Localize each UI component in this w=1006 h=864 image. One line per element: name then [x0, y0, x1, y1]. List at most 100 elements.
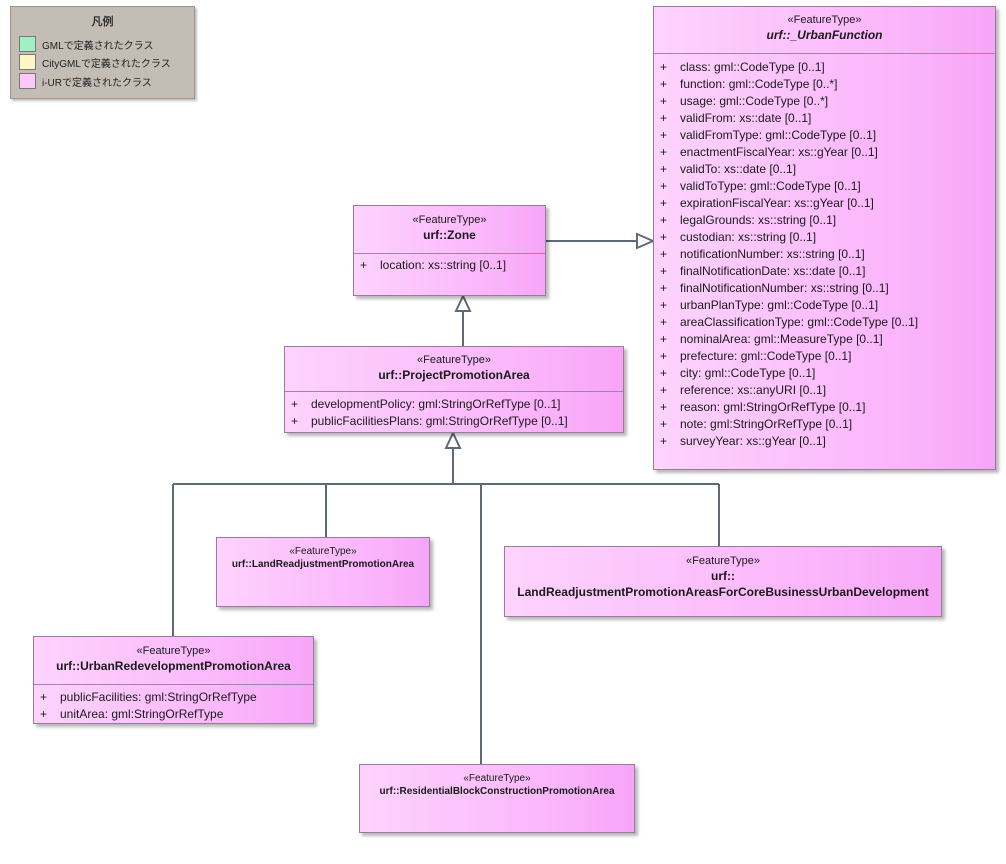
class-name-line1: urf:: [711, 569, 735, 583]
visibility-marker: + [40, 690, 48, 704]
attribute-compartment: + developmentPolicy: gml:StringOrRefType … [285, 391, 623, 430]
attribute-text: surveyYear: xs::gYear [0..1] [680, 434, 826, 448]
attribute-text: legalGrounds: xs::string [0..1] [680, 213, 837, 227]
attribute-text: validFrom: xs::date [0..1] [680, 111, 812, 125]
legend-label: i-URで定義されたクラス [42, 77, 152, 89]
attribute-row: + legalGrounds: xs::string [0..1] [654, 212, 995, 229]
attribute-text: usage: gml::CodeType [0..*] [680, 94, 829, 108]
attribute-row: + developmentPolicy: gml:StringOrRefType … [285, 396, 623, 413]
class-stereotype: «FeatureType» [463, 773, 531, 784]
attribute-row: + validFromType: gml::CodeType [0..1] [654, 127, 995, 144]
attribute-row: +nominalArea: gml::MeasureType [0..1] [654, 331, 995, 348]
attribute-row: +unitArea: gml:StringOrRefType [34, 706, 313, 723]
visibility-marker: + [660, 196, 668, 210]
attribute-text: areaClassificationType: gml::CodeType [0… [680, 315, 919, 329]
attribute-row: + publicFacilitiesPlans: gml:StringOrRefT… [285, 413, 623, 430]
legend-swatch [19, 54, 36, 70]
visibility-marker: + [660, 179, 668, 193]
generalization-arrowhead [444, 430, 462, 449]
attribute-row: + finalNotificationDate: xs::date [0..1] [654, 263, 995, 280]
attribute-row: +note: gml:StringOrRefType [0..1] [654, 416, 995, 433]
legend-panel: 凡例 GMLで定義されたクラス CityGMLで定義されたクラス i-URで定義… [10, 6, 195, 99]
visibility-marker: + [660, 145, 668, 159]
attribute-text: developmentPolicy: gml:StringOrRefType [… [311, 397, 561, 411]
visibility-marker: + [291, 397, 299, 411]
attribute-row: +validFrom: xs::date [0..1] [654, 110, 995, 127]
class-stereotype: «FeatureType» [686, 555, 760, 567]
attribute-text: enactmentFiscalYear: xs::gYear [0..1] [680, 145, 878, 159]
attribute-text: custodian: xs::string [0..1] [680, 230, 817, 244]
class-stereotype: «FeatureType» [412, 214, 487, 226]
class-name-line2: LandReadjustmentPromotionAreasForCoreBus… [517, 585, 929, 599]
attribute-text: validToType: gml::CodeType [0..1] [680, 179, 861, 193]
legend-label: GMLで定義されたクラス [42, 40, 154, 52]
attribute-text: finalNotificationDate: xs::date [0..1] [680, 264, 866, 278]
attribute-row: +function: gml::CodeType [0..*] [654, 76, 995, 93]
legend-item-citygml: CityGMLで定義されたクラス [19, 53, 171, 71]
attribute-row: +validTo: xs::date [0..1] [654, 161, 995, 178]
attribute-row: +city: gml::CodeType [0..1] [654, 365, 995, 382]
visibility-marker: + [360, 258, 368, 272]
attribute-text: expirationFiscalYear: xs::gYear [0..1] [680, 196, 874, 210]
class-zone[interactable]: «FeatureType» urf::Zone +location: xs::s… [353, 205, 546, 296]
class-name: urf::UrbanRedevelopmentPromotionArea [56, 659, 291, 673]
class-name: urf::ResidentialBlockConstructionPromoti… [379, 786, 615, 797]
visibility-marker: + [660, 60, 668, 74]
visibility-marker: + [660, 162, 668, 176]
class-residential-block-construction-promotion-area[interactable]: «FeatureType» urf::ResidentialBlockConst… [359, 764, 635, 833]
attribute-text: validFromType: gml::CodeType [0..1] [680, 128, 877, 142]
class-stereotype: «FeatureType» [289, 546, 357, 557]
visibility-marker: + [660, 247, 668, 261]
visibility-marker: + [40, 707, 48, 721]
attribute-text: notificationNumber: xs::string [0..1] [680, 247, 865, 261]
attribute-row: + validToType: gml::CodeType [0..1] [654, 178, 995, 195]
legend-item-gml: GMLで定義されたクラス [19, 35, 153, 53]
generalization-arrowhead [454, 293, 472, 312]
class-urban-function[interactable]: «FeatureType» urf::_UrbanFunction +class… [653, 6, 996, 470]
attribute-text: location: xs::string [0..1] [380, 258, 507, 272]
legend-swatch [19, 73, 36, 89]
class-stereotype: «FeatureType» [787, 14, 862, 26]
class-stereotype: «FeatureType» [417, 354, 491, 366]
attribute-text: reason: gml:StringOrRefType [0..1] [680, 400, 866, 414]
attribute-row: +usage: gml::CodeType [0..*] [654, 93, 995, 110]
class-urban-redevelopment-promotion-area[interactable]: «FeatureType» urf::UrbanRedevelopmentPro… [33, 636, 314, 724]
visibility-marker: + [660, 264, 668, 278]
attribute-text: city: gml::CodeType [0..1] [680, 366, 816, 380]
class-land-readjustment-core-business[interactable]: «FeatureType» urf:: LandReadjustmentProm… [504, 546, 942, 617]
visibility-marker: + [660, 77, 668, 91]
attribute-row: + urbanPlanType: gml::CodeType [0..1] [654, 297, 995, 314]
attribute-row: +class: gml::CodeType [0..1] [654, 59, 995, 76]
attribute-compartment: +class: gml::CodeType [0..1]+function: g… [654, 53, 995, 450]
class-land-readjustment-promotion-area[interactable]: «FeatureType» urf::LandReadjustmentPromo… [216, 537, 430, 607]
attribute-text: finalNotificationNumber: xs::string [0..… [680, 281, 889, 295]
attribute-text: reference: xs::anyURI [0..1] [680, 383, 827, 397]
visibility-marker: + [660, 213, 668, 227]
attribute-text: note: gml:StringOrRefType [0..1] [680, 417, 853, 431]
attribute-row: +publicFacilities: gml:StringOrRefType [34, 689, 313, 706]
attribute-row: + reference: xs::anyURI [0..1] [654, 382, 995, 399]
visibility-marker: + [660, 298, 668, 312]
attribute-row: + areaClassificationType: gml::CodeType [… [654, 314, 995, 331]
attribute-text: publicFacilitiesPlans: gml:StringOrRefTy… [311, 414, 568, 428]
attribute-row: + enactmentFiscalYear: xs::gYear [0..1] [654, 144, 995, 161]
class-name: urf::LandReadjustmentPromotionArea [231, 559, 415, 570]
visibility-marker: + [660, 128, 668, 142]
attribute-row: + notificationNumber: xs::string [0..1] [654, 246, 995, 263]
legend-swatch [19, 36, 36, 52]
visibility-marker: + [660, 281, 668, 295]
visibility-marker: + [660, 400, 668, 414]
legend-label: CityGMLで定義されたクラス [42, 58, 171, 70]
class-project-promotion-area[interactable]: «FeatureType» urf::ProjectPromotionArea … [284, 346, 624, 433]
visibility-marker: + [660, 315, 668, 329]
attribute-text: prefecture: gml::CodeType [0..1] [680, 349, 852, 363]
attribute-compartment: + location: xs::string [0..1] [354, 253, 545, 274]
visibility-marker: + [660, 383, 668, 397]
class-stereotype: «FeatureType» [136, 645, 211, 657]
attribute-row: + reason: gml:StringOrRefType [0..1] [654, 399, 995, 416]
visibility-marker: + [291, 414, 299, 428]
class-name: urf::_UrbanFunction [766, 28, 883, 42]
visibility-marker: + [660, 332, 668, 346]
attribute-text: urbanPlanType: gml::CodeType [0..1] [680, 298, 879, 312]
